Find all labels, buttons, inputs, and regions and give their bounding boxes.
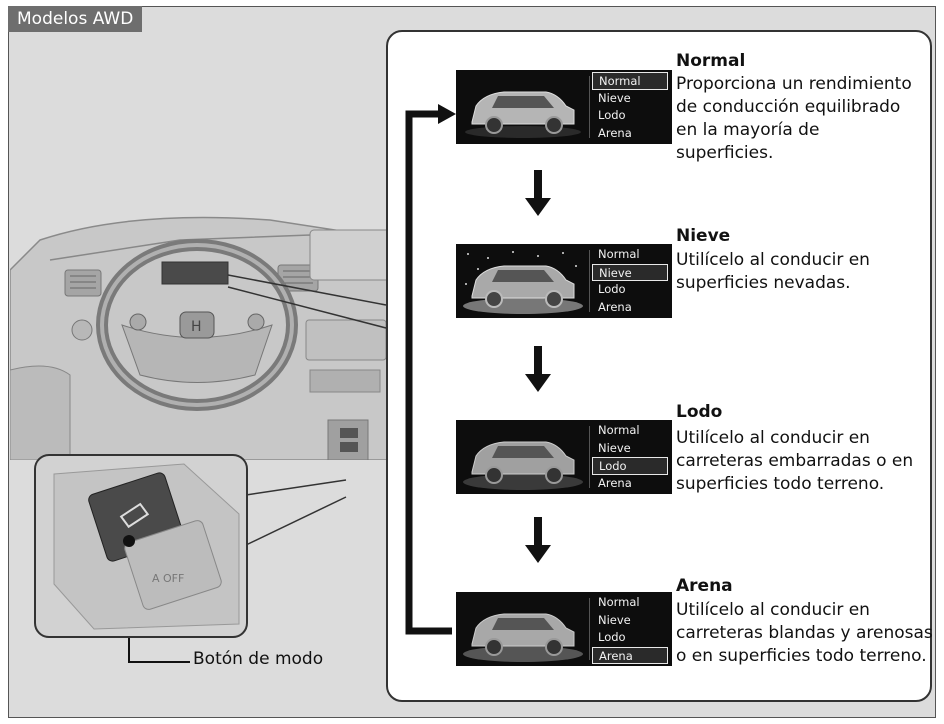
mode-description-lodo: Utilícelo al conducir en carreteras emba… (676, 428, 914, 494)
dashboard-illustration: H (10, 216, 401, 460)
vehicle-mud-image (463, 441, 583, 490)
mode-screen-lodo: Normal Nieve Lodo Arena (456, 420, 672, 494)
menu-option-lodo: Lodo (598, 108, 626, 122)
mode-description-arena: Utilícelo al conducir en carreteras blan… (676, 600, 933, 666)
menu-option-lodo: Lodo (598, 282, 626, 296)
svg-text:A OFF: A OFF (152, 572, 184, 585)
screen-separator (589, 426, 590, 488)
mode-description-normal: Proporciona un rendimiento de conducción… (676, 74, 912, 163)
screen-separator (589, 598, 590, 660)
mode-menu: Normal Nieve Lodo Arena (592, 246, 668, 316)
mode-button-label: Botón de modo (193, 649, 324, 669)
mode-title-arena: Arena (676, 576, 733, 596)
cycle-arrow (405, 104, 456, 635)
menu-option-nieve: Nieve (598, 440, 631, 455)
menu-option-normal: Normal (598, 595, 640, 609)
down-arrow-1 (525, 170, 551, 216)
mode-menu: Normal Nieve Lodo Arena (592, 422, 668, 492)
menu-option-lodo: Lodo (598, 630, 626, 644)
mode-title-normal: Normal (676, 51, 746, 71)
vehicle-sand-image (463, 613, 583, 662)
menu-option-normal: Normal (598, 423, 640, 437)
mode-title-lodo: Lodo (676, 402, 723, 422)
model-tag: Modelos AWD (8, 6, 143, 32)
screen-separator (589, 250, 590, 312)
menu-option-nieve: Nieve (598, 90, 631, 105)
menu-option-nieve: Nieve (598, 612, 631, 627)
mode-menu: Normal Nieve Lodo Arena (592, 594, 668, 664)
svg-text:H: H (191, 319, 202, 335)
menu-option-arena: Arena (598, 125, 632, 140)
mode-button-inset: A OFF (34, 454, 248, 638)
mode-screen-arena: Normal Nieve Lodo Arena (456, 592, 672, 666)
pointer-dot (123, 535, 135, 547)
menu-option-nieve: Nieve (592, 263, 668, 281)
mode-screen-normal: Normal Nieve Lodo Arena (456, 70, 672, 144)
menu-option-arena: Arena (598, 475, 632, 490)
menu-option-arena: Arena (592, 646, 668, 664)
mode-title-nieve: Nieve (676, 226, 731, 246)
menu-option-arena: Arena (598, 299, 632, 314)
vehicle-snow-image (463, 251, 583, 314)
menu-option-normal: Normal (592, 72, 668, 90)
down-arrow-3 (525, 517, 551, 563)
menu-option-lodo: Lodo (592, 457, 668, 475)
mode-screen-nieve: Normal Nieve Lodo Arena (456, 244, 672, 318)
menu-option-normal: Normal (598, 247, 640, 261)
mode-menu: Normal Nieve Lodo Arena (592, 72, 668, 142)
down-arrow-2 (525, 346, 551, 392)
vehicle-image (465, 91, 581, 138)
mode-description-nieve: Utilícelo al conducir en superficies nev… (676, 250, 870, 293)
screen-separator (589, 76, 590, 138)
